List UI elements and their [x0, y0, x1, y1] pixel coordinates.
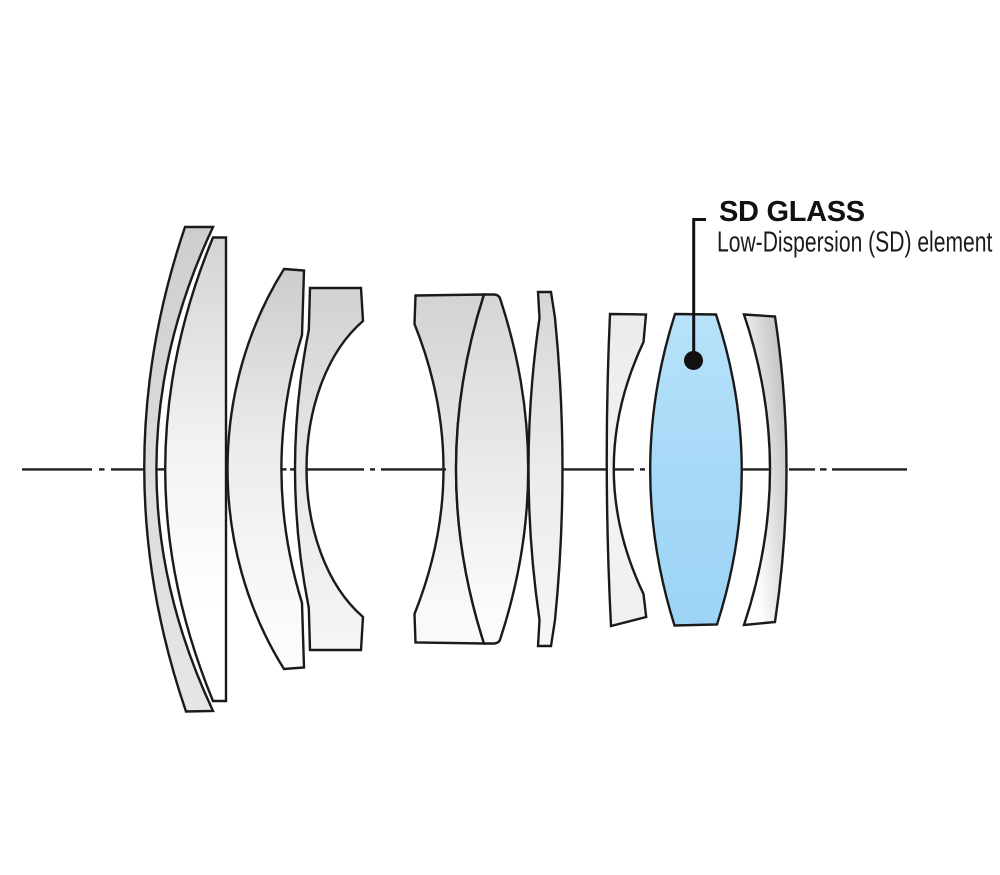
svg-text:SD GLASS: SD GLASS — [719, 196, 865, 228]
svg-text:Low-Dispersion (SD) element: Low-Dispersion (SD) element — [717, 226, 992, 258]
